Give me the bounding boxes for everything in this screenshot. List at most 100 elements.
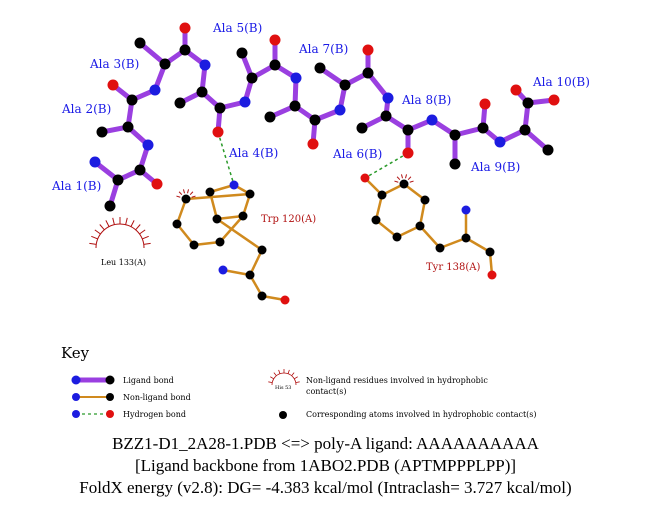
atom-a4c	[214, 102, 226, 114]
hydrophobic-spoke	[401, 174, 403, 179]
hydrophobic-spoke	[274, 412, 278, 413]
atom-a2ca	[122, 121, 134, 133]
ligplot-diagram: Ala 1(B) Ala 2(B) Ala 3(B) Ala 4(B) Ala …	[51, 21, 590, 419]
protein-bond-y_cg-y_cb	[418, 224, 442, 250]
atom-y_ce1	[371, 215, 381, 225]
hydrophobic-spoke	[99, 224, 105, 231]
atom-a9ca	[449, 129, 461, 141]
atom-a4n	[199, 59, 211, 71]
hydrophobic-spoke	[139, 229, 146, 235]
atom-a6n	[290, 72, 302, 84]
atom-a2n	[142, 139, 154, 151]
key-hydrophobic-residue-example: His 53	[275, 385, 291, 391]
key-hydrophobic-residue-icon	[268, 369, 300, 386]
atom-a1ca	[112, 174, 124, 186]
atom-a3n	[149, 84, 161, 96]
hydrophobic-spoke	[94, 229, 101, 235]
atom-a4o	[212, 126, 224, 138]
atom-t_cz3	[189, 240, 199, 250]
hydrophobic-spoke	[273, 372, 277, 376]
label-ala6: Ala 6(B)	[332, 147, 382, 161]
hbond-ala6-tyr138	[364, 152, 409, 179]
hydrophobic-spoke	[130, 220, 135, 227]
key-hydrophobic-residues-label-1: Non-ligand residues involved in hydropho…	[306, 376, 488, 385]
atom-a8cb	[356, 122, 368, 134]
protein-bond-t_cb-t_ca	[248, 248, 264, 277]
hydrophobic-spoke	[187, 189, 189, 194]
key-ligand-carbon	[105, 375, 115, 385]
hydrophobic-spoke	[176, 195, 181, 198]
hydrophobic-spoke	[183, 189, 185, 194]
label-ala3: Ala 3(B)	[89, 57, 139, 71]
atom-t_ce3	[215, 237, 225, 247]
atom-t_c	[257, 291, 267, 301]
protein-bond-y_cb-y_ca	[438, 236, 468, 250]
label-ala1: Ala 1(B)	[51, 179, 101, 193]
atom-a9n	[426, 114, 438, 126]
atom-a7n	[334, 104, 346, 116]
atom-y_c	[485, 247, 495, 257]
label-ala10: Ala 10(B)	[532, 75, 590, 89]
protein-bond-t_ca-t_n	[221, 268, 252, 277]
label-ala2: Ala 2(B)	[61, 102, 111, 116]
atom-a9o	[479, 98, 491, 110]
hydrophobic-spoke	[91, 235, 98, 240]
hydrophobic-spoke	[142, 235, 149, 240]
atom-t_cd1	[205, 187, 215, 197]
key-nonligand-bond-label: Non-ligand bond	[123, 393, 191, 402]
hydrophobic-spoke	[89, 242, 97, 245]
atom-a3ca	[159, 58, 171, 70]
atom-y_cd2	[420, 195, 430, 205]
label-ala8: Ala 8(B)	[401, 93, 451, 107]
atom-a10o	[510, 84, 522, 96]
atom-t_cz2	[181, 194, 191, 204]
key: Key Ligand bond Non-ligand bond Hydrogen…	[61, 344, 537, 419]
hydrophobic-spoke	[294, 376, 298, 380]
key-hbond-nitrogen	[72, 410, 80, 418]
atom-a5n	[239, 96, 251, 108]
atom-y_ce2	[399, 179, 409, 189]
atom-a4ca	[196, 86, 208, 98]
atom-t_ce2	[245, 189, 255, 199]
label-ala5: Ala 5(B)	[212, 21, 262, 35]
trp-hydrophobic-mark	[176, 189, 196, 198]
key-ligand-nitrogen	[71, 375, 81, 385]
atom-a7o	[362, 44, 374, 56]
atom-y_o	[487, 270, 497, 280]
protein-bond-y_ca-y_c	[464, 236, 492, 254]
atom-a10ca	[519, 124, 531, 136]
hydrophobic-spoke	[288, 412, 292, 413]
atom-y_cd1	[392, 232, 402, 242]
atom-y_n	[461, 205, 471, 215]
atom-a3c	[179, 44, 191, 56]
key-ligand-bond-label: Ligand bond	[123, 376, 174, 385]
atom-a2c	[126, 94, 138, 106]
hydrogen-bonds	[217, 131, 409, 186]
key-title: Key	[61, 344, 90, 362]
atom-y_oh	[360, 173, 370, 183]
atom-a9cb	[449, 158, 461, 170]
hydrophobic-marks	[89, 174, 414, 249]
hydrophobic-spoke	[268, 381, 273, 384]
hydrophobic-spoke	[394, 180, 399, 183]
protein-bond-t_cz2-t_ce2	[184, 192, 252, 201]
atom-a5o	[269, 34, 281, 46]
atom-a2o	[107, 79, 119, 91]
label-tyr138: Tyr 138(A)	[426, 262, 480, 273]
hydrophobic-spoke	[396, 176, 401, 181]
atom-a10c	[522, 97, 534, 109]
atom-a7ca	[339, 79, 351, 91]
hydrophobic-spoke	[105, 220, 110, 227]
atom-t_ch2	[172, 219, 182, 229]
atom-a10ot	[548, 94, 560, 106]
atom-y_cg	[415, 221, 425, 231]
atom-a5cb	[236, 47, 248, 59]
label-ala9: Ala 9(B)	[470, 160, 520, 174]
atom-a7cb	[314, 62, 326, 74]
label-ala4: Ala 4(B)	[228, 146, 278, 160]
hydrophobic-spoke	[178, 191, 183, 196]
hydrophobic-spoke	[270, 376, 274, 380]
atom-t_n	[218, 265, 228, 275]
key-hbond-label: Hydrogen bond	[123, 410, 186, 419]
